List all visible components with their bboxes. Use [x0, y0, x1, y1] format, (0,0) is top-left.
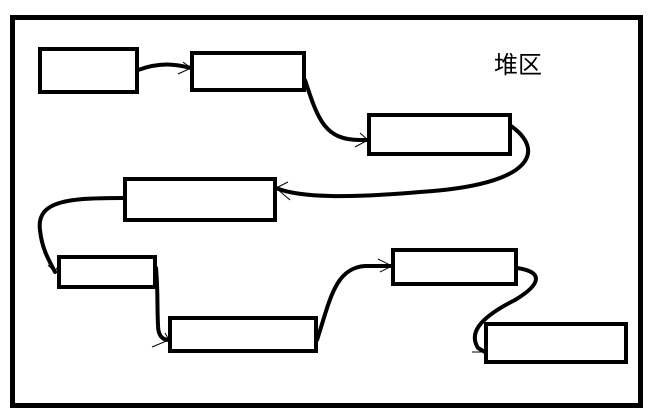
connector-6-7: [315, 264, 394, 342]
heap-node-2: [190, 51, 306, 92]
heap-node-7: [391, 248, 518, 286]
connector-5-6: [154, 266, 171, 342]
connector-4-5: [37, 196, 126, 274]
connector-2-3: [303, 78, 370, 142]
heap-node-5: [57, 255, 157, 289]
connector-7-8: [472, 266, 538, 354]
heap-node-8: [484, 322, 628, 364]
heap-node-6: [168, 316, 318, 353]
heap-region-label: 堆区: [494, 51, 542, 79]
heap-node-4: [123, 177, 277, 222]
connector-3-4: [274, 124, 530, 199]
connector-1-2: [136, 62, 193, 72]
heap-node-3: [367, 113, 512, 156]
heap-node-1: [38, 47, 139, 94]
